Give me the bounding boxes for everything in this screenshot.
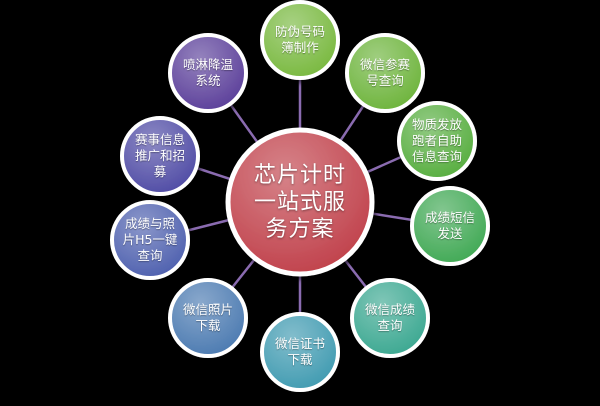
node-circle-wx-entry (345, 33, 425, 113)
hub (225, 127, 375, 277)
hub-circle (225, 127, 375, 277)
hub-label: 芯片计时 一站式服 务方案 (253, 162, 346, 242)
node-circle-material (397, 101, 477, 181)
node-circle-sms (410, 186, 490, 266)
nodes (110, 0, 490, 392)
node-circle-wx-result (350, 278, 430, 358)
node-circle-wx-cert (260, 312, 340, 392)
node-circle-recruit (120, 116, 200, 196)
node-circle-spray (168, 33, 248, 113)
node-circle-wx-photo (168, 278, 248, 358)
node-circle-h5-query (110, 200, 190, 280)
node-circle-anti-fake (260, 0, 340, 80)
